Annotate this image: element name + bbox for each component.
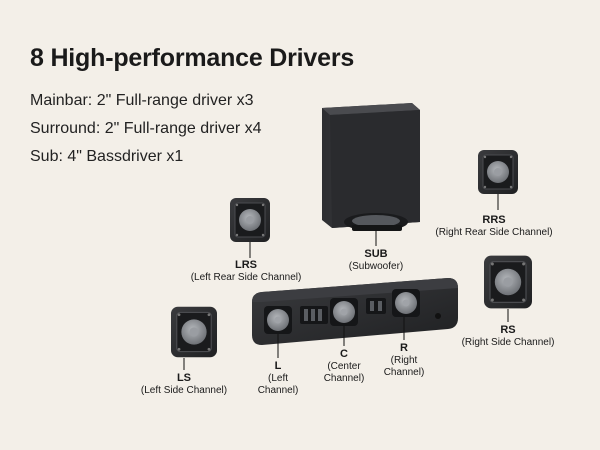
speaker-lrs (229, 197, 271, 243)
label-c-desc1: (Center (327, 360, 361, 372)
label-ls: LS (Left Side Channel) (141, 372, 227, 397)
label-c: C (Center Channel) (324, 348, 365, 385)
speaker-rrs (477, 149, 519, 195)
label-c-desc2: Channel) (323, 372, 365, 384)
label-rs-code: RS (500, 324, 516, 336)
speaker-ls (170, 306, 218, 358)
label-sub: SUB (Subwoofer) (349, 248, 403, 273)
spec-mainbar: Mainbar: 2" Full-range driver x3 (30, 92, 254, 109)
speaker-rs (483, 255, 533, 309)
label-l-desc1: (Left (267, 372, 288, 384)
label-l-desc2: Channel) (257, 384, 299, 396)
label-ls-desc: (Left Side Channel) (140, 384, 228, 396)
label-l: L (Left Channel) (258, 360, 299, 397)
label-l-code: L (274, 360, 282, 372)
subwoofer (322, 103, 420, 231)
soundbar (252, 278, 458, 345)
label-ls-code: LS (176, 372, 192, 384)
label-r-desc2: Channel) (383, 366, 425, 378)
label-rrs-desc: (Right Rear Side Channel) (435, 226, 553, 238)
label-rrs-code: RRS (482, 214, 506, 226)
label-lrs-code: LRS (235, 259, 257, 271)
spec-surround: Surround: 2" Full-range driver x4 (30, 120, 262, 137)
label-r-desc1: (Right (390, 354, 418, 366)
label-sub-desc: (Subwoofer) (348, 260, 404, 272)
label-r: R (Right Channel) (384, 342, 425, 379)
label-rs: RS (Right Side Channel) (462, 324, 555, 349)
label-lrs: LRS (Left Rear Side Channel) (191, 259, 302, 284)
label-lrs-desc: (Left Rear Side Channel) (190, 271, 302, 283)
label-sub-code: SUB (364, 248, 388, 260)
label-rrs: RRS (Right Rear Side Channel) (435, 214, 552, 239)
label-r-code: R (400, 342, 408, 354)
spec-sub: Sub: 4" Bassdriver x1 (30, 148, 184, 165)
label-c-code: C (340, 348, 348, 360)
page-title: 8 High-performance Drivers (30, 44, 355, 72)
label-rs-desc: (Right Side Channel) (461, 336, 555, 348)
